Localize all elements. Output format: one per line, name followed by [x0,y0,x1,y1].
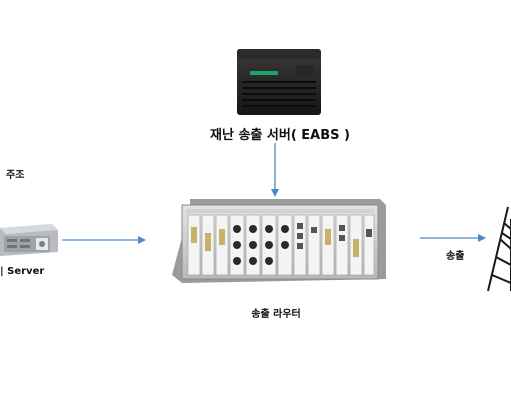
arrow-router-to-tower [420,231,486,245]
rack-server-icon [0,222,58,258]
left-server-label: | Server [0,266,45,277]
arrow-top-to-router [268,143,282,197]
arrow-left-to-router [62,233,146,247]
top-server-label: 재난 송출 서버( EABS ) [210,128,350,143]
left-group-label: 주조 [6,170,25,181]
router-label: 송출 라우터 [251,309,301,320]
tower-server-icon [236,47,322,117]
transmission-tower-icon [486,205,511,293]
router-chassis-icon [168,199,386,283]
output-label: 송출 [446,251,465,262]
